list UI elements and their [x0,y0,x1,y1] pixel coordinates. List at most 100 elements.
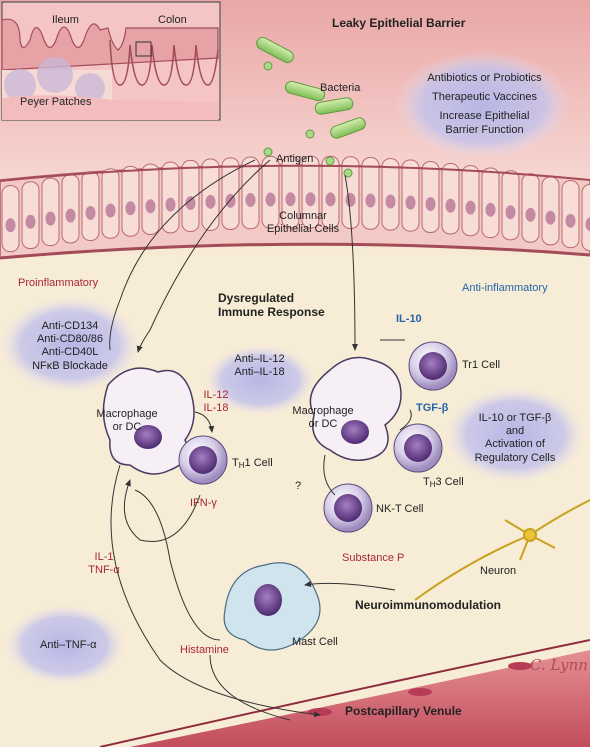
treatment-left-line-1: Anti-CD134 [41,320,99,332]
epithelial-cell [281,155,300,229]
th1-prefix: T [232,457,239,469]
epithelial-cell [401,159,420,232]
epithelial-cell [381,158,400,231]
epithelial-cell-nucleus [265,192,276,207]
th3-suffix: 3 Cell [435,476,464,488]
treatment-left-line-4: NFκB Blockade [32,359,108,372]
treatment-right: IL-10 or TGF-β and Activation of Regulat… [460,412,570,465]
label-epithelial-line-1: Columnar [279,210,327,222]
treatment-top-line-1: Antibiotics or Probiotics [427,72,542,84]
epithelial-cell-nucleus [145,199,156,214]
epithelial-cell [141,163,160,235]
label-epithelial-cells: Columnar Epithelial Cells [253,210,353,236]
epithelial-cell [161,161,180,234]
label-substance-p: Substance P [342,552,405,564]
label-macrophage-left-line-1: Macrophage [96,408,158,420]
label-question-mark: ? [295,480,302,492]
label-tr1-cell: Tr1 Cell [462,359,501,371]
treatment-top-line-3: Increase Epithelial [439,110,530,123]
epithelial-cell-nucleus [565,213,576,228]
label-neuroimmunomodulation: Neuroimmunomodulation [355,598,501,612]
epithelial-cell-nucleus [425,197,436,212]
treatment-right-line-4: Regulatory Cells [474,451,556,464]
label-il18: IL-18 [203,402,229,415]
treatment-right-line-1: IL-10 or TGF-β [478,412,552,424]
epithelial-cell-nucleus [345,192,356,207]
treatment-left-line-3: Anti-CD40L [41,346,99,359]
epithelial-cell-nucleus [25,214,36,229]
label-macrophage-right-line-1: Macrophage [292,405,354,417]
epithelial-cell-nucleus [165,197,176,212]
label-il12: IL-12 [203,389,229,401]
label-postcapillary-venule: Postcapillary Venule [345,704,462,718]
epithelial-cell-nucleus [45,211,56,226]
mast-cell [223,562,321,651]
epithelial-cell-nucleus [585,217,590,232]
label-bacteria: Bacteria [320,82,361,94]
label-antigen: Antigen [276,153,314,165]
epithelial-cell-nucleus [545,210,556,225]
inset-ileum-colon [1,1,221,121]
label-anti-inflammatory: Anti-inflammatory [462,282,548,294]
epithelial-cell-nucleus [325,192,336,207]
epithelial-cell [421,161,440,233]
treatment-blob-top [395,51,571,159]
epithelial-cell [581,183,590,252]
th1-cell [178,435,228,485]
th3-subscript: H [429,480,436,489]
epithelial-cell [321,155,340,229]
label-macrophage-right-line-2: or DC [308,418,338,431]
epithelial-cell [181,159,200,233]
macrophage-left [102,367,195,475]
epithelial-cell [441,162,460,235]
epithelial-cell-nucleus [405,195,416,210]
label-th1-cell: TH1 Cell [232,457,273,471]
diagram-title: Leaky Epithelial Barrier [332,16,466,30]
treatment-center-line-1: Anti–IL-12 [234,353,285,365]
epithelial-cell-nucleus [365,193,376,208]
epithelial-cell [261,155,280,229]
epithelial-cell-nucleus [85,205,96,220]
label-macrophage-right: Macrophage or DC [288,405,358,431]
label-mast-cell: Mast Cell [292,636,338,648]
epithelial-cell-nucleus [65,208,76,223]
label-colon: Colon [158,14,187,26]
label-histamine: Histamine [180,644,229,656]
label-dysregulated-line-1: Dysregulated [218,291,295,305]
treatment-top-line-4: Barrier Function [445,123,524,136]
label-il1-tnf: IL-1 TNF-α [84,551,124,577]
treatment-right-line-3: Activation of [485,438,545,451]
epithelial-cell [221,157,240,230]
treatment-center-line-2: Anti–IL-18 [234,366,285,379]
epithelial-cell-nucleus [5,218,16,233]
treatment-center: Anti–IL-12 Anti–IL-18 [222,353,297,379]
epithelial-cell-nucleus [105,203,116,218]
neuron [414,499,590,601]
epithelial-cell-nucleus [185,196,196,211]
epithelial-cell-nucleus [505,205,516,220]
label-ifn-gamma: IFN-γ [190,497,217,509]
treatment-bottom: Anti–TNF-α [40,639,97,651]
label-dysregulated-line-2: Immune Response [218,305,325,320]
th3-prefix: T [423,476,430,488]
tr1-cell [408,341,458,391]
epithelial-cell-nucleus [525,207,536,222]
epithelial-cell-nucleus [465,200,476,215]
treatment-top: Antibiotics or Probiotics Therapeutic Va… [412,72,557,137]
label-il10: IL-10 [396,313,422,325]
treatment-left-line-2: Anti-CD80/86 [36,333,104,346]
th3-cell [393,423,443,473]
macrophage-right [309,356,402,461]
epithelial-cell [301,155,320,229]
epithelial-cell [241,156,260,230]
label-neuron: Neuron [480,565,517,577]
treatment-left: Anti-CD134 Anti-CD80/86 Anti-CD40L NFκB … [20,320,120,373]
th1-subscript: H [238,461,245,470]
epithelial-cell-nucleus [125,201,136,216]
pathway-arrows [109,159,412,721]
epithelial-cell [461,165,480,237]
label-th3-cell: TH3 Cell [423,476,464,490]
label-il12-il18: IL-12 IL-18 [196,389,236,415]
